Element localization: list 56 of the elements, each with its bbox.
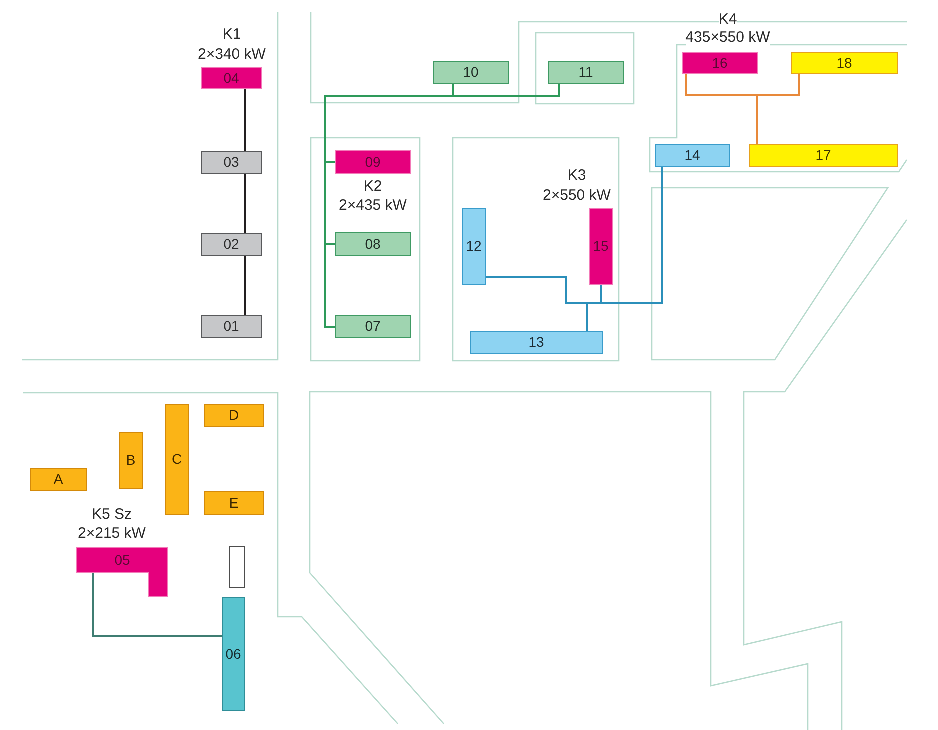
building-block [682, 52, 758, 74]
block-label: 16 [712, 56, 728, 70]
connector-line [244, 256, 246, 315]
block-label: 14 [684, 148, 700, 163]
building-block [749, 144, 898, 167]
building-block [204, 404, 264, 427]
building-block [201, 233, 262, 256]
block-label: 08 [365, 236, 381, 252]
building-block [201, 67, 262, 89]
block-label: 18 [836, 56, 852, 70]
connector-line [244, 89, 246, 151]
connector-line [92, 573, 222, 637]
block-label: 10 [463, 65, 479, 80]
block-label: 05 [114, 553, 130, 568]
building-block [165, 404, 189, 515]
block-label: E [229, 496, 239, 510]
building-block [30, 468, 87, 491]
block-label: B [126, 453, 136, 468]
building-block [77, 548, 168, 597]
block-label: A [54, 472, 64, 487]
block-label: 03 [224, 155, 240, 170]
building-block [589, 208, 613, 285]
block-label: 07 [365, 319, 381, 334]
building-block [335, 150, 411, 174]
building-block [201, 315, 262, 338]
building-block [222, 597, 245, 711]
block-label: D [228, 408, 240, 423]
connector-line [324, 84, 560, 163]
block-label: 12 [466, 239, 482, 254]
building-block [229, 546, 245, 588]
connector-line [244, 174, 246, 233]
power-rating: 435×550 kW [686, 29, 770, 47]
block-label: 15 [593, 239, 609, 254]
block-label: 09 [365, 154, 381, 170]
building-block [335, 232, 411, 256]
building-block [655, 144, 730, 167]
block-label: 13 [528, 335, 544, 350]
connector-line [600, 167, 663, 304]
block-label: 11 [578, 65, 594, 80]
block-label: 01 [224, 319, 240, 334]
block-label: 17 [816, 148, 832, 163]
building-block [433, 61, 509, 84]
building-block [204, 491, 264, 515]
block-label: 02 [224, 237, 240, 252]
connector-line [324, 161, 335, 328]
building-block [119, 432, 143, 489]
block-label: 06 [226, 646, 242, 662]
block-label: 04 [224, 70, 240, 86]
building-block [791, 52, 898, 74]
building-block [548, 61, 624, 84]
building-block [470, 331, 603, 354]
building-block [462, 208, 486, 285]
connector-line [685, 74, 758, 144]
block-label: C [172, 452, 182, 467]
building-block [201, 151, 262, 174]
building-block [335, 315, 411, 338]
